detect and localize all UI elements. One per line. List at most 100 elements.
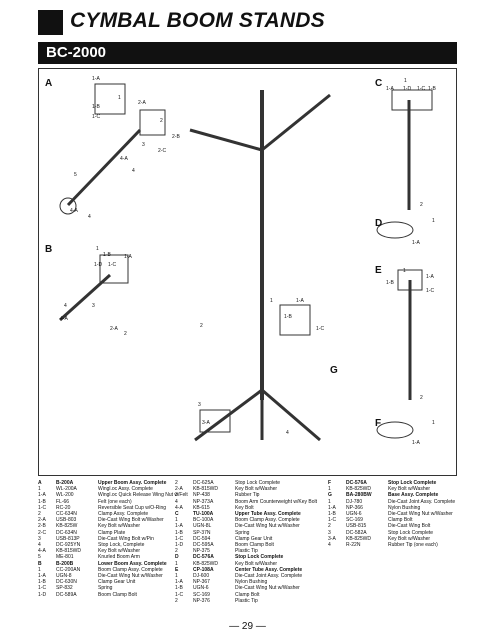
callout-label: 2 [124, 331, 127, 337]
callout-label: 1-D [403, 86, 411, 92]
part-code: DC-594 [193, 535, 211, 542]
part-number: 1 [175, 560, 178, 567]
callout-label: 4 [132, 168, 135, 174]
part-code: NP-376 [193, 597, 210, 604]
part-number: B [38, 560, 42, 567]
part-number: 1 [328, 498, 331, 505]
callout-label: 1-B [92, 104, 100, 110]
part-code: USB-815 [346, 523, 367, 530]
part-description: Center Tube Assy. Complete [235, 566, 303, 573]
stop-lock-drawing-f [376, 421, 414, 439]
callout-label: 2-C [158, 148, 166, 154]
part-description: Base Assy. Complete [388, 492, 439, 499]
part-description: Key Bolt w/Washer [98, 548, 141, 555]
part-code: TU-100A [193, 511, 214, 518]
part-code: NP-375 [193, 548, 210, 555]
part-code: KB-825WD [346, 486, 372, 493]
section-label-e: E [375, 265, 382, 276]
part-description: Wingl.oc Quick Release Wing Nut w/Felt [98, 492, 188, 499]
model-label: BC-2000 [46, 44, 107, 61]
callout-label: 3 [92, 303, 95, 309]
part-number: C [175, 511, 179, 518]
part-number: 2-C [38, 529, 47, 536]
part-code: DJ-780 [346, 498, 363, 505]
part-description: Clamp Plate [98, 529, 126, 536]
part-number: 2-A [38, 517, 46, 524]
part-number: 4-A [175, 504, 183, 511]
part-number: 1 [175, 573, 178, 580]
part-description: Die-Cast Wing Nut w/Washer [235, 585, 300, 592]
part-code: NP-373A [193, 498, 214, 505]
callout-label: 1-A [296, 298, 304, 304]
callout-label: 1 [403, 268, 406, 274]
callout-label: 1 [118, 95, 121, 101]
callout-label: 1-A [92, 76, 100, 82]
callout-label: 1-C [417, 86, 425, 92]
part-number: 1-C [328, 517, 337, 524]
callout-label: 5 [74, 172, 77, 178]
part-number: 1-A [328, 504, 336, 511]
die-cast-joint-drawing [397, 269, 423, 291]
part-code: UGN-6 [193, 585, 209, 592]
part-description: Key Bolt w/Washer [388, 535, 431, 542]
callout-label: 1-B [428, 86, 436, 92]
page-number: — 29 — [229, 621, 266, 632]
part-description: Reversible Seat Cup w/O-Ring [98, 504, 167, 511]
callout-label: 4-A [60, 316, 68, 322]
part-code: DC-589A [56, 591, 77, 598]
callout-label: 1 [432, 218, 435, 224]
part-code: B-200B [56, 560, 74, 567]
section-label-b: B [45, 244, 52, 255]
part-description: Clamp Bolt [235, 591, 260, 598]
part-number: 1-B [38, 498, 46, 505]
part-description: Rubber Tip (one each) [388, 542, 438, 549]
page-title: CYMBAL BOOM STANDS [70, 9, 325, 32]
part-number: 4 [328, 542, 331, 549]
part-description: Lower Boom Assy. Complete [98, 560, 167, 567]
part-code: DC-630N [56, 579, 77, 586]
part-code: KB-815WD [193, 486, 219, 493]
part-code: DC-595A [193, 542, 214, 549]
part-number: 2 [38, 511, 41, 518]
section-label-g: G [330, 365, 338, 376]
part-description: Boom Clamp Bolt [98, 591, 137, 598]
part-description: Spring [98, 585, 113, 592]
part-code: CC-634N [56, 511, 77, 518]
part-description: Key Bolt w/Washer [98, 523, 141, 530]
boom-clamp-drawing [99, 254, 129, 284]
callout-label: 1-B [284, 314, 292, 320]
callout-label: 4-A [120, 156, 128, 162]
callout-label: 1-A [412, 240, 420, 246]
part-code: DC-634N [56, 529, 77, 536]
part-description: Clamp Gear Unit [98, 579, 136, 586]
upper-boom-arm [66, 128, 142, 207]
callout-label: 2-A [110, 326, 118, 332]
clamp-plate-drawing [139, 109, 166, 136]
diagram-stroke [189, 128, 263, 152]
part-description: Stop Lock, Complete [98, 542, 145, 549]
part-description: Die-Cast Joint Assy. Complete [235, 573, 303, 580]
top-boom-arm [261, 93, 331, 152]
callout-label: 1-B [386, 280, 394, 286]
part-description: Plastic Tip [235, 548, 258, 555]
